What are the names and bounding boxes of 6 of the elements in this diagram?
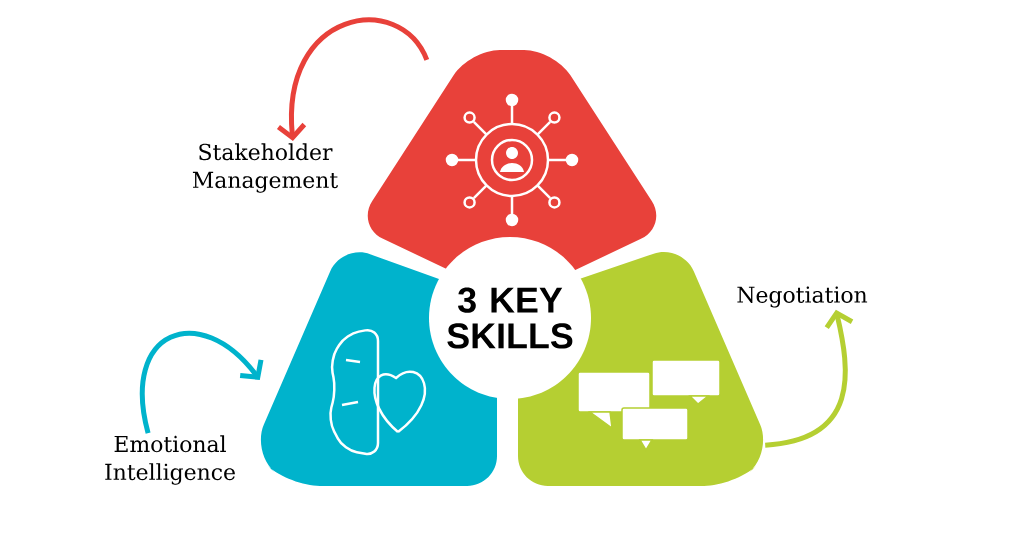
skill-label: Emotional Intelligence (105, 435, 235, 485)
curved-arrow (140, 331, 264, 434)
skill-label: Stakeholder Management (192, 143, 338, 193)
curved-arrow (276, 17, 429, 142)
skill-label: Negotiation (737, 286, 868, 308)
curved-arrow (764, 309, 854, 448)
